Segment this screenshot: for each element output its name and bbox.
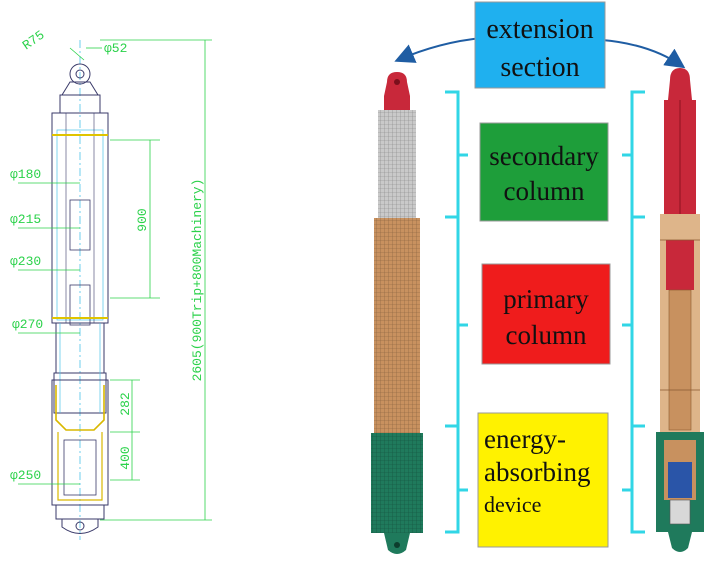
dim-phi270: φ270	[12, 317, 43, 332]
energy-label-line2: absorbing	[484, 457, 590, 487]
bracket-left-energy	[445, 424, 468, 534]
cad-drawing: R75 φ52 φ180 φ215 φ230 φ270 φ250 900 282…	[10, 28, 212, 540]
dim-len282: 282	[118, 392, 133, 415]
dim-total-length: 2605(900Trip+800Machinery)	[190, 179, 205, 382]
section-model	[656, 68, 704, 552]
cad-bottom-eye	[75, 521, 85, 531]
secondary-label-line2: column	[504, 176, 585, 206]
dim-phi230: φ230	[10, 254, 41, 269]
dim-r75: R75	[20, 28, 48, 54]
arrow-to-left-head	[394, 37, 483, 63]
secondary-column-box: secondary column	[479, 122, 609, 222]
mesh-model	[371, 72, 423, 554]
dim-len400: 400	[118, 446, 133, 469]
extension-label-line2: section	[500, 52, 579, 83]
brackets	[445, 90, 645, 534]
energy-absorbing-device-box: energy- absorbing device	[477, 412, 609, 548]
callout-arrows	[394, 37, 686, 69]
bracket-right-secondary	[622, 90, 645, 219]
arrow-to-right-head	[601, 39, 686, 69]
bracket-right-energy	[622, 424, 645, 534]
bracket-left-primary	[445, 215, 468, 428]
section-extension-head	[668, 68, 692, 100]
secondary-label-line1: secondary	[489, 141, 599, 171]
cad-top-eye	[69, 63, 91, 85]
dim-phi180: φ180	[10, 167, 41, 182]
primary-column-box: primary column	[481, 263, 611, 365]
energy-label-line3: device	[484, 492, 541, 517]
extension-label-line1: extension	[486, 14, 593, 45]
primary-label-line1: primary	[503, 284, 589, 314]
bracket-left-secondary	[445, 90, 468, 219]
dim-phi52: φ52	[104, 41, 127, 56]
energy-label-line1: energy-	[484, 424, 566, 454]
bracket-right-primary	[622, 215, 645, 428]
extension-section-box: extension section	[474, 1, 606, 89]
primary-label-line2: column	[506, 320, 587, 350]
dim-len900: 900	[135, 208, 150, 231]
dim-phi250: φ250	[10, 468, 41, 483]
dim-phi215: φ215	[10, 212, 41, 227]
